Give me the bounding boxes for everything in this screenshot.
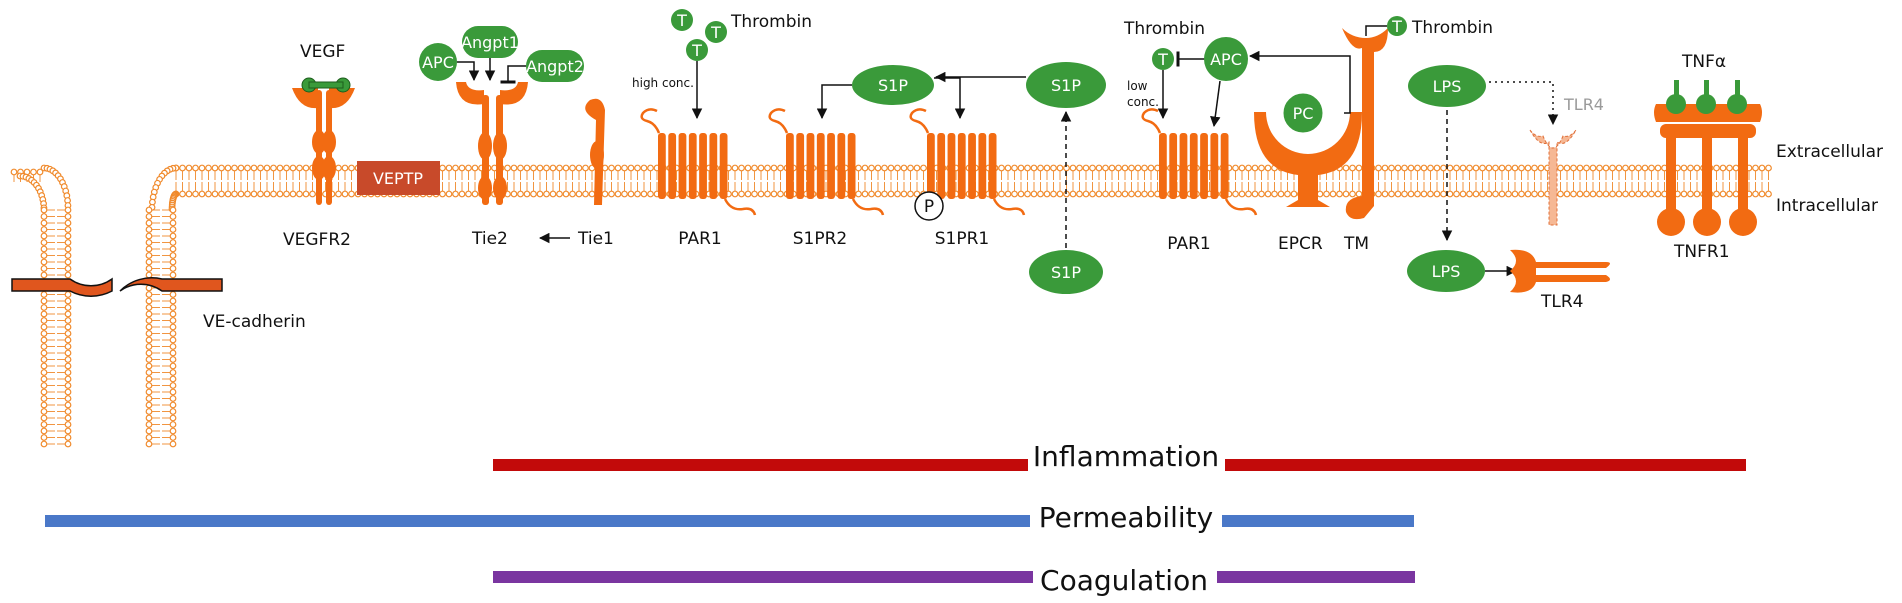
coagulation-bar-left [493,571,1033,583]
thrombin-tm-label: Thrombin [1411,18,1493,38]
tie1-label: Tie1 [577,229,614,249]
s1p-right-label: S1P [1051,76,1081,95]
s1p-bottom-label: S1P [1051,263,1081,282]
tie2-label: Tie2 [471,229,508,249]
thrombin-t-3: T [691,41,702,60]
s1pr1-receptor [909,108,1026,216]
thrombin-left: T T T Thrombin high conc. [632,9,812,120]
tlr4-label: TLR4 [1540,292,1583,312]
low-conc-label-2: conc. [1127,95,1159,109]
high-conc-label: high conc. [632,76,694,90]
ve-cadherin-complex: VE-cadherin [11,277,306,332]
tm-label: TM [1343,234,1369,254]
effect-bars: Inflammation Permeability Coagulation [45,440,1746,597]
s1pr2-label: S1PR2 [793,229,848,249]
thrombin-left-label: Thrombin [730,12,812,32]
tnfr1-receptor: TNFα TNFR1 [1654,52,1762,262]
angpt2-label: Angpt2 [526,57,584,76]
s1pr2-receptor [768,108,885,216]
inflammation-bar-right [1225,459,1746,471]
coagulation-label: Coagulation [1040,564,1208,597]
coagulation-bar-right [1217,571,1415,583]
apc-right: APC [1204,37,1248,128]
inflammation-label: Inflammation [1033,440,1219,473]
apc-left-label: APC [422,53,454,72]
par1-right-receptor [1141,108,1258,216]
thrombin-right-ligand: T low conc. [1127,48,1205,120]
thrombin-right-t: T [1157,50,1168,69]
thrombin-t-2: T [710,23,721,42]
par1-right-label: PAR1 [1167,234,1210,254]
ve-cadherin-label: VE-cadherin [203,312,306,332]
phosphate-label: P [924,197,934,217]
angpt1-label: Angpt1 [461,33,519,52]
tm-thrombin-t: T [1391,17,1402,36]
lps-bottom-label: LPS [1432,262,1461,281]
thrombomodulin: TM T Thrombin [1248,16,1493,254]
lps-tlr4: LPS TLR4 LPS TLR4 [1407,65,1610,312]
phosphate: P [914,191,944,221]
intracellular-label: Intracellular [1776,196,1878,216]
thrombin-right-label: Thrombin [1123,19,1205,39]
cell-membrane [10,164,1772,448]
par1-left-receptor [640,108,757,216]
s1p-right: S1P S1P [934,62,1106,294]
vegfr2-receptor: VEGF VEGFR2 [283,42,355,250]
pc-label: PC [1293,104,1314,123]
extracellular-label: Extracellular [1776,142,1883,162]
tlr4-inactive-label: TLR4 [1563,95,1604,114]
permeability-bar-right [1222,515,1414,527]
veptp: VEPTP [357,161,440,195]
s1p-mid-label: S1P [878,76,908,95]
tie2-ligands: APC Angpt1 Angpt2 [419,26,584,84]
s1p-middle: S1P [816,65,966,120]
low-conc-label-1: low [1127,79,1148,93]
vegf-label: VEGF [300,42,345,62]
veptp-label: VEPTP [373,169,423,188]
permeability-label: Permeability [1039,501,1213,534]
s1pr1-label: S1PR1 [935,229,990,249]
lps-top-label: LPS [1433,77,1462,96]
tie1-receptor: Tie1 [538,98,614,249]
inflammation-bar-left [493,459,1028,471]
epcr-label: EPCR [1278,234,1323,254]
vegfr2-label: VEGFR2 [283,230,351,250]
epcr-receptor: PC EPCR [1254,90,1362,254]
tnfr1-label: TNFR1 [1673,242,1730,262]
thrombin-t-1: T [676,11,687,30]
apc-right-label: APC [1210,50,1242,69]
tie2-receptor: Tie2 [456,82,528,249]
tnfa-label: TNFα [1681,52,1726,72]
permeability-bar-left [45,515,1030,527]
par1-left-label: PAR1 [678,229,721,249]
